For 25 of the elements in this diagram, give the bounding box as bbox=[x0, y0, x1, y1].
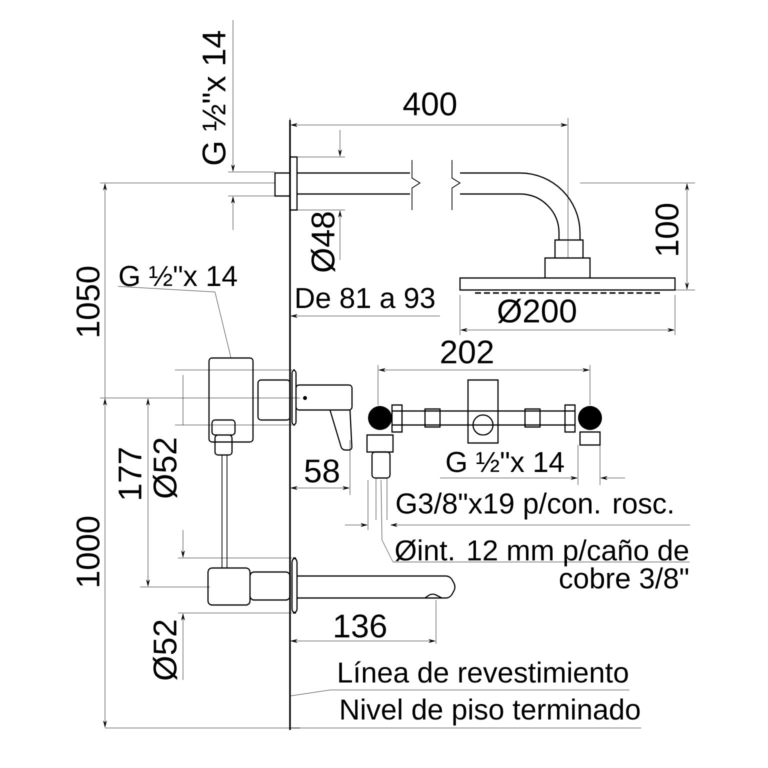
dimension-label: Ø52 bbox=[152, 620, 178, 680]
dimension-label: Ø200 bbox=[498, 298, 576, 324]
dimension-label: Ø48 bbox=[310, 212, 336, 272]
dimension-label: 400 bbox=[403, 92, 456, 116]
callout-text: G ½"x 14 bbox=[120, 266, 237, 286]
dimension-label: 58 bbox=[305, 459, 339, 483]
leader-line bbox=[290, 690, 630, 696]
dimension-label: 136 bbox=[335, 614, 386, 638]
dimension-label: 177 bbox=[118, 448, 142, 499]
dimension-label: 1050 bbox=[76, 266, 100, 336]
dimension-label: 100 bbox=[655, 204, 679, 255]
dimension-label: 202 bbox=[441, 340, 493, 364]
thread-label: G ½"x 14 bbox=[202, 31, 226, 164]
leader-line bbox=[118, 286, 232, 358]
callout-text: Nivel de piso terminado bbox=[341, 698, 640, 726]
leader-line bbox=[380, 480, 690, 562]
callout-text: Øint. 12 mm p/caño de cobre 3/8" bbox=[395, 539, 688, 589]
thread-label: G ½"x 14 bbox=[446, 452, 564, 472]
dimension-label: Ø52 bbox=[152, 438, 178, 498]
supply-fitting bbox=[371, 451, 391, 479]
dimension-label: 1000 bbox=[76, 516, 100, 586]
thread-label: G3/8"x19 p/con. rosc. bbox=[396, 492, 672, 520]
thread-label: De 81 a 93 bbox=[296, 288, 434, 308]
callout-text: Línea de revestimiento bbox=[339, 661, 628, 683]
valve-body bbox=[208, 357, 254, 443]
